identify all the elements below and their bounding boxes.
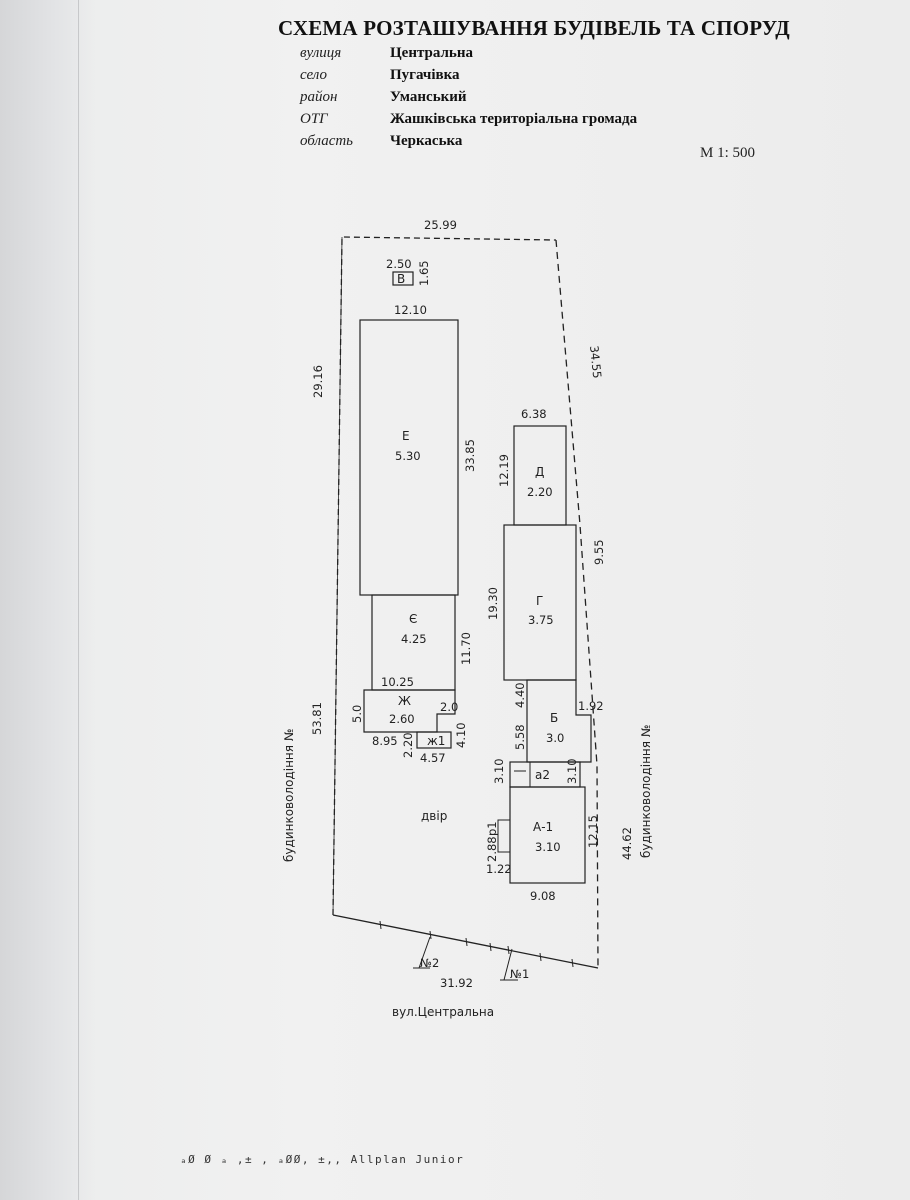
boundary-right-dashed [555,239,599,969]
boundary-right-middle-dim: 9.55 [592,539,606,565]
info-label-community: ОТГ [300,111,328,127]
info-value-street: Центральна [390,45,473,61]
marker-2-icon [413,936,431,969]
building-g-letter: Г [536,594,543,608]
building-ie-height: 4.25 [401,632,427,646]
document-title: СХЕМА РОЗТАШУВАННЯ БУДІВЕЛЬ ТА СПОРУД [278,16,790,40]
boundary-right-lower-dim: 44.62 [620,827,634,860]
binding-edge [78,0,79,1200]
marker-1-icon [500,948,518,981]
boundary-top-dashed [332,236,557,916]
building-zh-right-top: 2.0 [440,700,458,714]
building-d-height: 2.20 [527,485,553,499]
yard-label: двір [421,809,447,823]
boundary-bottom [332,914,599,969]
building-zh-right: 4.10 [454,722,468,748]
info-value-district: Уманський [390,89,467,105]
building-a2-left: 3.10 [492,758,506,784]
neighbor-left-label: будинковолодіння № [282,729,296,862]
marker-2-label: №2 [420,956,439,970]
building-a1-left-lower: 1.22 [486,862,512,876]
building-a2-letter: а2 [535,768,550,782]
building-b-left: 5.58 [513,724,527,750]
building-b-letter: Б [550,711,558,725]
building-a2-right: 3.10 [565,758,579,784]
scale-label: М 1: 500 [700,145,756,161]
building-b-top: 4.40 [513,682,527,708]
building-a1-letter: А-1 [533,820,553,834]
building-b [526,679,592,763]
building-ye-width: 12.10 [394,303,427,317]
boundary-left-upper-dim: 29.16 [311,365,325,398]
boundary-left-lower-dim: 53.81 [310,702,324,735]
building-d-letter: Д [535,465,544,479]
building-a1-right: 12.15 [586,815,600,848]
building-g-height: 3.75 [528,613,554,627]
marker-1-label: №1 [510,967,529,981]
building-v-depth: 1.65 [417,260,431,286]
building-ie-width: 10.25 [381,675,414,689]
boundary-left [332,236,343,916]
footer-software-label: ₐØ Ø ₐ ,± , ₐØØ, ±,, Allplan Junior [180,1153,465,1166]
info-label-district: район [300,89,338,105]
building-zh1-bottom: 4.57 [420,751,446,765]
info-value-community: Жашківська територіальна громада [390,111,638,127]
building-ye-height: 5.30 [395,449,421,463]
building-zh-height: 2.60 [389,712,415,726]
porch-r1-label: р1 [485,821,499,836]
building-b-height: 3.0 [546,731,564,745]
building-a1-height: 3.10 [535,840,561,854]
boundary-top-dim: 25.99 [424,218,457,232]
building-ye-length: 33.85 [463,439,477,472]
building-zh-left: 5.0 [350,705,364,723]
building-ye-letter: Е [402,429,410,443]
building-zh1-left: 2.20 [401,732,415,758]
boundary-ticks [379,920,574,968]
street-label: вул.Центральна [392,1005,494,1019]
building-a1-left: 2.88 [485,836,499,862]
building-g-length: 19.30 [486,587,500,620]
boundary-right-upper-dim: 34.55 [587,345,604,379]
neighbor-right-label: будинковолодіння № [639,725,653,858]
building-ie-length: 11.70 [459,632,473,665]
porch-r1 [497,819,511,853]
boundary-bottom-dim: 31.92 [440,976,473,990]
building-d-length: 12.19 [497,454,511,487]
building-a1 [509,786,586,884]
building-zh [363,689,456,733]
building-d-width: 6.38 [521,407,547,421]
building-v-letter: В [397,272,405,286]
building-a1-width: 9.08 [530,889,556,903]
building-zh-letter: Ж [398,694,411,708]
building-zh1-letter: ж1 [427,734,445,748]
building-zh-bottom: 8.95 [372,734,398,748]
building-b-right: 1.92 [578,699,604,713]
info-label-village: село [300,67,327,83]
info-value-region: Черкаська [390,133,463,149]
info-value-village: Пугачівка [390,67,460,83]
building-zh1 [416,731,452,749]
building-ie-letter: Є [409,612,417,626]
info-label-region: область [300,133,354,149]
binding-shadow [0,0,95,1200]
building-v-width: 2.50 [386,257,412,271]
building-v [392,271,414,286]
info-label-street: вулиця [300,45,342,61]
